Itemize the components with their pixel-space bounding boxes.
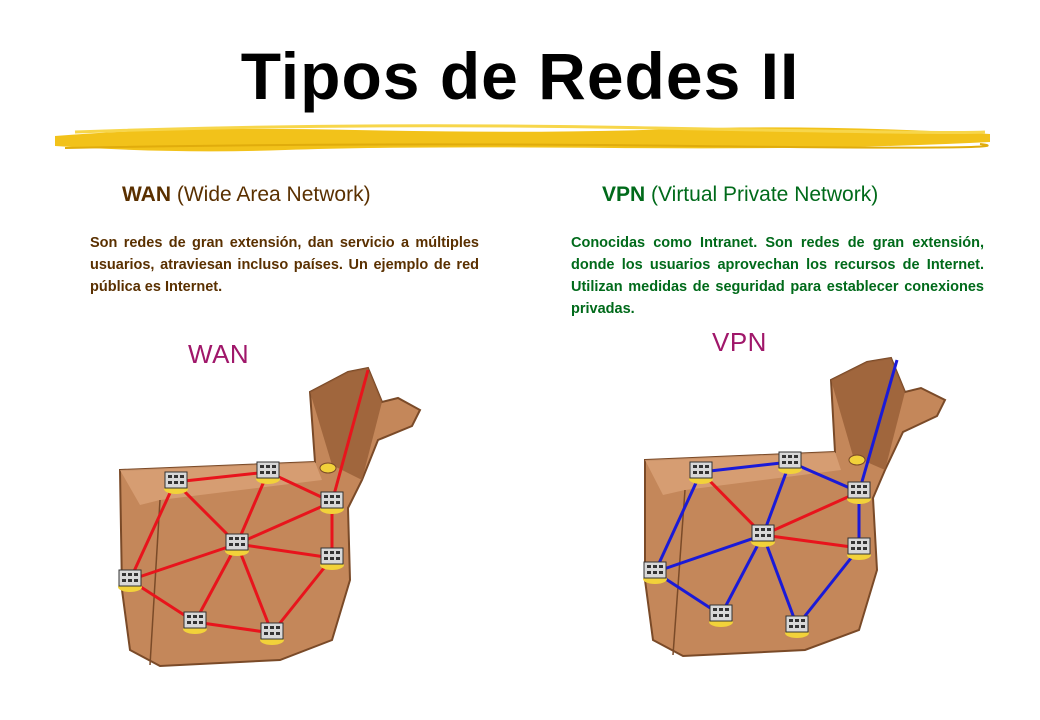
wan-full-name: (Wide Area Network) <box>176 183 371 206</box>
wan-map-label: WAN <box>188 339 250 369</box>
building-icon <box>689 461 713 484</box>
wan-nodes <box>118 461 344 645</box>
building-icon <box>164 471 188 494</box>
yellow-brush-stroke-divider <box>55 124 990 152</box>
vpn-abbr: VPN <box>602 183 646 206</box>
vpn-map-region <box>644 356 947 658</box>
building-icon <box>320 491 344 514</box>
wan-description: Son redes de gran extensión, dan servici… <box>90 235 479 295</box>
vpn-description: Conocidas como Intranet. Son redes de gr… <box>571 235 984 317</box>
wan-map-region <box>118 366 422 668</box>
wan-heading: WAN (Wide Area Network) <box>122 183 371 207</box>
building-icon <box>643 561 667 584</box>
vpn-map-label: VPN <box>712 327 767 357</box>
building-icon <box>225 533 249 556</box>
building-icon <box>320 547 344 570</box>
building-icon <box>256 461 280 484</box>
building-icon <box>118 569 142 592</box>
page-title: Tipos de Redes II <box>240 39 800 113</box>
vpn-nodes <box>643 451 871 638</box>
building-icon <box>260 622 284 645</box>
building-icon <box>751 524 775 547</box>
building-icon <box>847 537 871 560</box>
vpn-map-diagram <box>643 356 947 658</box>
wan-network-links <box>128 369 370 635</box>
building-icon <box>847 481 871 504</box>
building-icon <box>778 451 802 474</box>
vpn-heading: VPN (Virtual Private Network) <box>602 183 878 207</box>
building-icon <box>183 611 207 634</box>
building-icon <box>709 604 733 627</box>
building-icon <box>785 615 809 638</box>
vpn-full-name: (Virtual Private Network) <box>651 183 879 206</box>
wan-abbr: WAN <box>122 183 171 206</box>
wan-map-diagram <box>118 366 422 668</box>
